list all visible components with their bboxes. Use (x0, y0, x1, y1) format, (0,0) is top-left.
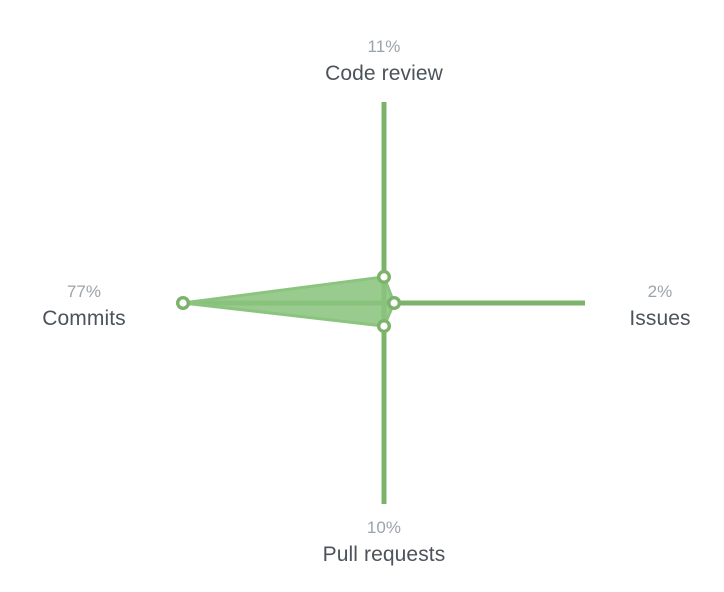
axis-label-issues: 2% Issues (596, 283, 724, 329)
axis-label-pull-requests: 10% Pull requests (184, 519, 584, 565)
axis-percent-pull-requests: 10% (366, 518, 402, 537)
axis-label-code-review: 11% Code review (184, 38, 584, 84)
axis-percent-issues: 2% (647, 282, 673, 301)
radar-data-polygon (181, 275, 396, 328)
vertex-marker-code-review[interactable] (377, 269, 391, 284)
radar-vertex-markers (176, 269, 402, 334)
vertex-marker-commits[interactable] (176, 296, 190, 310)
vertex-marker-pull-requests[interactable] (377, 319, 391, 334)
axis-name-pull-requests: Pull requests (322, 543, 446, 566)
axis-label-commits: 77% Commits (0, 283, 168, 329)
axis-percent-code-review: 11% (367, 37, 401, 56)
axis-percent-commits: 77% (66, 282, 102, 301)
axis-name-issues: Issues (629, 307, 691, 330)
axis-name-commits: Commits (42, 307, 126, 330)
axis-name-code-review: Code review (325, 62, 443, 85)
vertex-marker-issues[interactable] (387, 296, 402, 310)
